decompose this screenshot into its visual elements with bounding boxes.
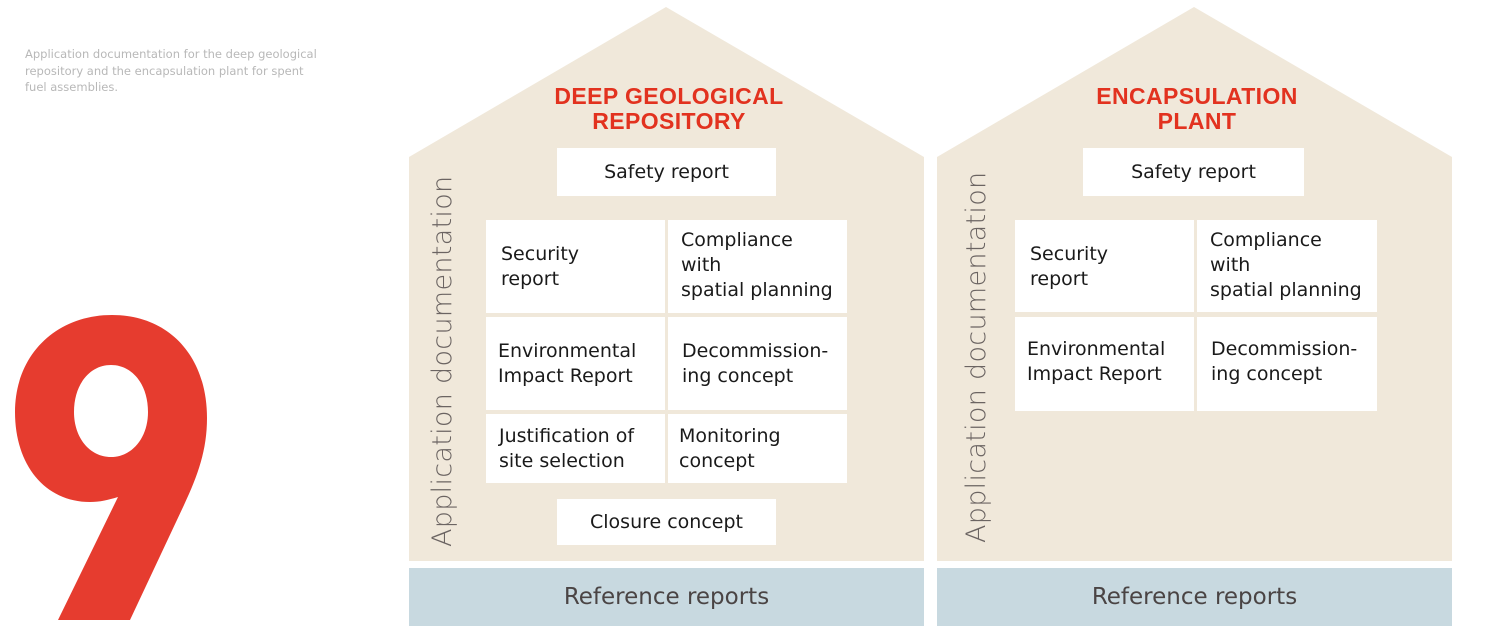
box-justification-site-selection: Justification of site selection [486, 414, 665, 483]
house-title-line1: ENCAPSULATION [1096, 83, 1298, 109]
box-security-report: Security report [486, 220, 665, 313]
side-label-application-documentation: Application documentation [427, 175, 458, 547]
reference-reports-bar: Reference reports [409, 568, 924, 626]
house-title-line2: PLANT [1157, 108, 1237, 134]
box-compliance-spatial-planning: Compliance with spatial planning [1197, 220, 1377, 312]
box-decommissioning-concept: Decommission- ing concept [668, 317, 847, 410]
box-label: Environmental Impact Report [498, 340, 637, 387]
box-label: Closure concept [590, 510, 743, 533]
box-security-report: Security report [1015, 220, 1194, 312]
box-label: Safety report [1131, 160, 1256, 183]
box-safety-report: Safety report [557, 148, 776, 196]
box-label: Safety report [604, 160, 729, 183]
box-decommissioning-concept: Decommission- ing concept [1197, 317, 1377, 411]
box-label: Justification of site selection [499, 425, 635, 472]
box-label: Security report [501, 243, 580, 290]
house-title: DEEP GEOLOGICAL REPOSITORY [409, 84, 929, 134]
house-encapsulation-plant: ENCAPSULATION PLANT Application document… [937, 0, 1457, 639]
box-closure-concept: Closure concept [557, 499, 776, 545]
box-label: Security report [1030, 243, 1109, 290]
reference-reports-bar: Reference reports [937, 568, 1452, 626]
box-safety-report: Safety report [1083, 148, 1304, 196]
house-deep-geological-repository: DEEP GEOLOGICAL REPOSITORY Application d… [409, 0, 929, 639]
house-title-line2: REPOSITORY [592, 108, 746, 134]
house-shape [937, 7, 1452, 561]
box-label: Environmental Impact Report [1027, 338, 1166, 385]
house-title-line1: DEEP GEOLOGICAL [554, 83, 784, 109]
box-label: Decommission- ing concept [682, 340, 829, 387]
figure-number-nine: 9 [15, 315, 207, 620]
box-label: Compliance with spatial planning [681, 229, 833, 301]
box-label: Monitoring concept [679, 425, 781, 472]
box-environmental-impact-report: Environmental Impact Report [1015, 317, 1194, 411]
box-monitoring-concept: Monitoring concept [668, 414, 847, 483]
box-compliance-spatial-planning: Compliance with spatial planning [668, 220, 847, 313]
house-title: ENCAPSULATION PLANT [937, 84, 1457, 134]
box-label: Decommission- ing concept [1211, 338, 1358, 385]
box-environmental-impact-report: Environmental Impact Report [486, 317, 665, 410]
side-label-application-documentation: Application documentation [961, 171, 992, 543]
figure-caption: Application documentation for the deep g… [25, 47, 317, 94]
box-label: Compliance with spatial planning [1210, 229, 1362, 301]
